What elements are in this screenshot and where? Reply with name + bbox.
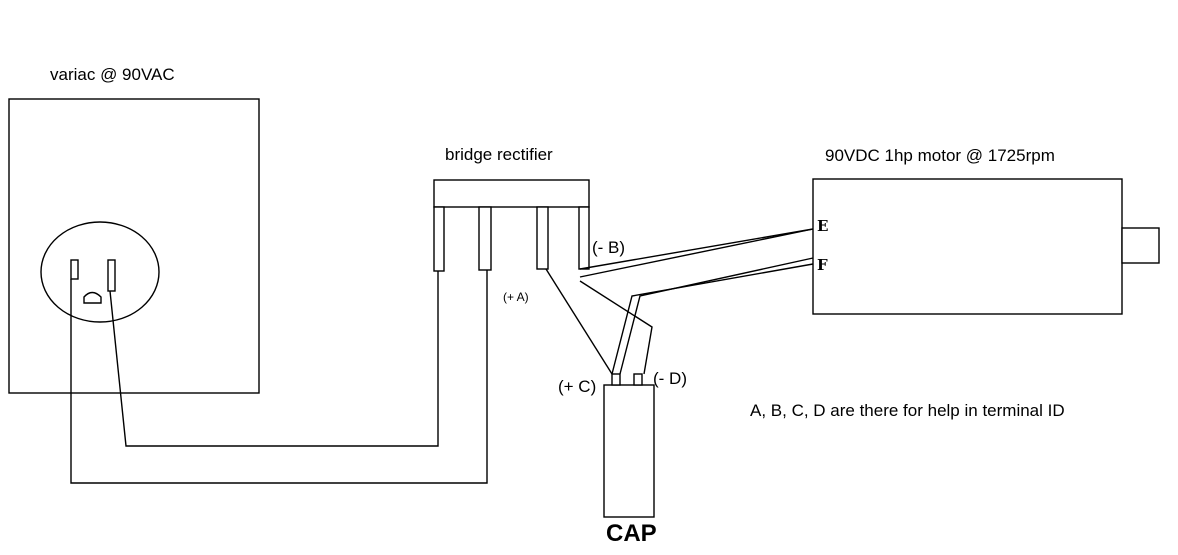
terminal-b-label: (- B) <box>592 238 625 257</box>
rectifier-pin-positive <box>536 206 549 270</box>
capacitor-body <box>603 384 655 518</box>
wire-ac1 <box>109 271 439 447</box>
variac-box <box>8 98 260 394</box>
terminal-e-label: E <box>817 217 828 235</box>
terminal-d-label: (- D) <box>653 369 687 388</box>
wire-ac2 <box>70 270 488 484</box>
terminal-a-label: (+ A) <box>503 290 529 304</box>
wire-negative-to-e-2 <box>579 228 814 278</box>
motor-body <box>812 178 1123 315</box>
bridge-rectifier <box>433 179 590 272</box>
motor <box>812 178 1160 315</box>
terminal-c-label: (+ C) <box>558 377 596 396</box>
rectifier-pin-ac1 <box>433 206 445 272</box>
wire-negative-to-e <box>579 228 814 270</box>
outlet-face <box>40 221 160 323</box>
capacitor-label: CAP <box>606 520 657 547</box>
capacitor <box>603 373 655 518</box>
terminal-f-label: F <box>817 256 828 274</box>
rectifier-pin-ac2 <box>478 206 492 271</box>
variac <box>8 98 260 394</box>
motor-label: 90VDC 1hp motor @ 1725rpm <box>825 146 1055 165</box>
wire-negative-to-d <box>579 280 653 375</box>
motor-shaft <box>1121 227 1160 264</box>
wire-c-to-f <box>611 263 814 375</box>
outlet-ground-hole <box>83 291 102 304</box>
wire-positive-to-c <box>545 268 613 375</box>
rectifier-pin-negative <box>578 206 590 270</box>
rectifier-body <box>433 179 590 208</box>
capacitor-terminal-c <box>611 373 621 386</box>
wire-c-to-f-2 <box>619 257 814 375</box>
variac-label: variac @ 90VAC <box>50 65 175 84</box>
capacitor-terminal-d <box>633 373 643 386</box>
wires <box>70 228 814 484</box>
outlet-slot-right <box>107 259 116 292</box>
terminal-id-note: A, B, C, D are there for help in termina… <box>750 401 1065 420</box>
rectifier-label: bridge rectifier <box>445 145 553 164</box>
outlet-slot-left <box>70 259 79 280</box>
